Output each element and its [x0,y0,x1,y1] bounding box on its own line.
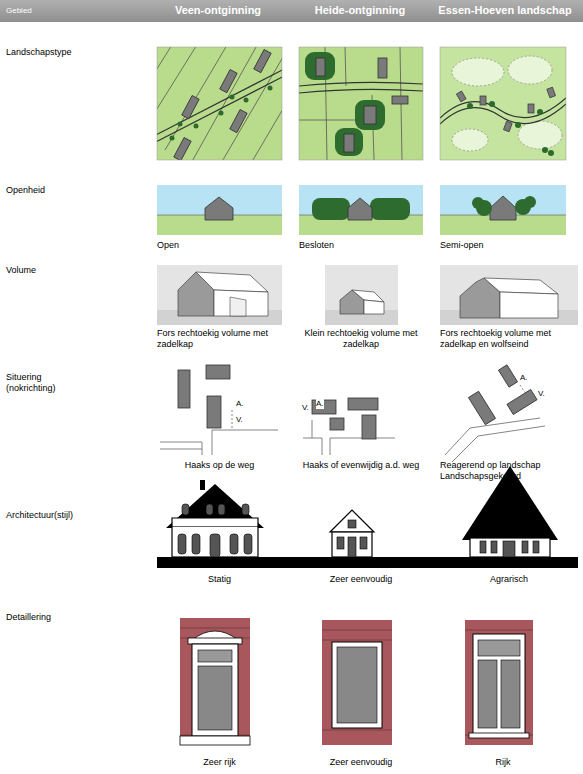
caption: Haaks op de weg [157,460,282,471]
column-header: Heide-ontginning [315,4,405,16]
caption: Semi-open [440,240,500,251]
caption: Zeer rijk [157,757,282,768]
header-band: Gebied Veen-ontginning Heide-ontginning Ess… [0,0,583,22]
sketch-letter: V. [302,402,309,413]
caption: Zeer eenvoudig [299,574,423,585]
caption: Reagerend op landschap Landschapsgekeerd [440,460,566,482]
column-header: Essen-Hoeven landschap [438,4,571,16]
caption: Agrarisch [440,574,578,585]
caption: Fors rechtoekig volume met zadelkap [157,328,282,350]
row-title: Openheid [6,185,126,196]
column-header: Veen-ontginning [175,4,261,16]
caption: Fors rechtoekig volume met zadelkap en w… [440,328,578,350]
sketch-letter: V. [236,414,243,425]
sketch-letter: A. [236,398,244,409]
caption: Besloten [299,240,359,251]
header-label: Gebied [6,6,32,15]
row-title: Architectuur(stijl) [6,510,126,521]
row-title: Situering (nokrichting) [6,372,81,394]
row-title: Volume [6,265,126,276]
caption: Rijk [440,757,566,768]
row-title: Detaillering [6,612,126,623]
row-title: Landschapstype [6,47,126,58]
sketch-letter: V. [538,388,545,399]
caption: Open [157,240,217,251]
caption: Zeer eenvoudig [299,757,423,768]
sketch-letter: A. [520,372,528,383]
caption: Haaks of evenwijdig a.d. weg [299,460,423,471]
caption: Klein rechtoekig volume met zadelkap [299,328,423,350]
caption: Statig [157,574,282,585]
sketch-letter: A. [316,398,324,409]
